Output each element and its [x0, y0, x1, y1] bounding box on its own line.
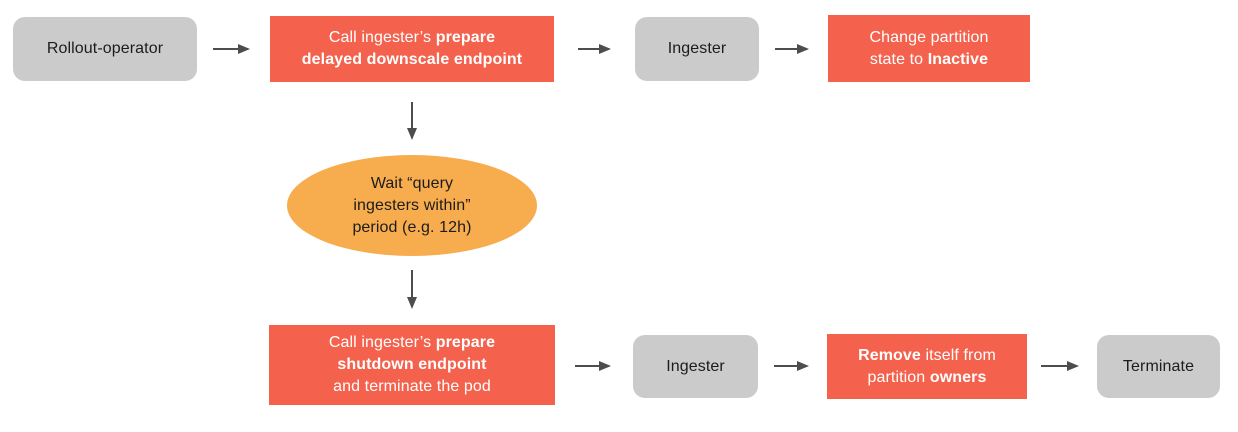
node-ingester-bottom: Ingester	[633, 335, 758, 398]
node-terminate-label: Terminate	[1122, 357, 1195, 375]
node-terminate: Terminate	[1097, 335, 1220, 398]
node-rollout-operator: Rollout-operator	[13, 17, 197, 81]
node-rollout-operator-label: Rollout-operator	[46, 40, 164, 57]
node-ingester-top: Ingester	[635, 17, 759, 81]
node-ingester-bottom-label: Ingester	[666, 357, 725, 375]
node-ingester-top-label: Ingester	[667, 40, 727, 57]
